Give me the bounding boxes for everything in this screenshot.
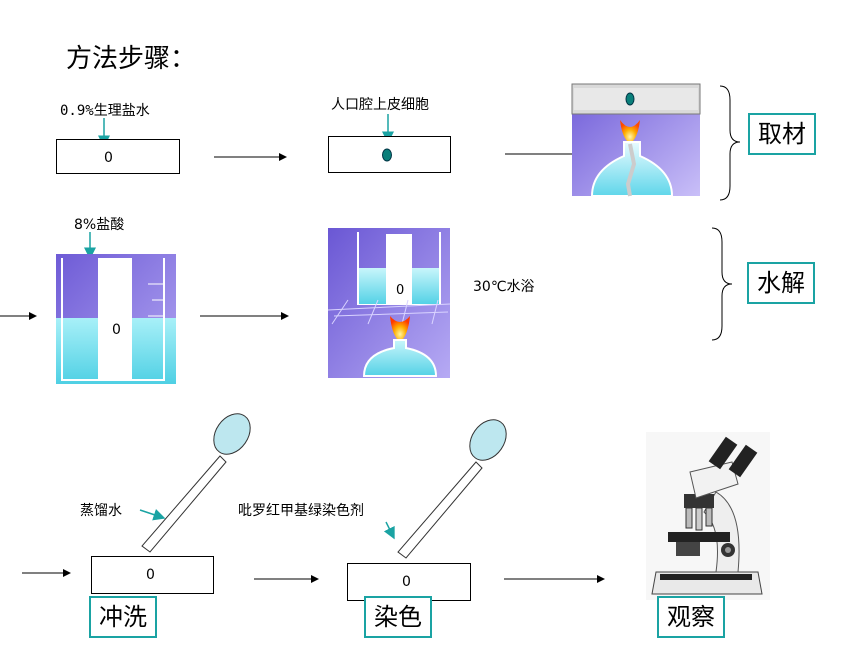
acid-label: 8%盐酸 — [74, 217, 125, 233]
slide-cells — [328, 136, 451, 173]
brace-2 — [711, 227, 733, 341]
microscope-illustration — [646, 432, 770, 600]
stain-pointer — [383, 521, 395, 540]
slide-saline: 0 — [56, 139, 180, 174]
page-title: 方法步骤： — [66, 44, 197, 74]
slide-mark: 0 — [104, 150, 113, 166]
brace-1 — [719, 85, 741, 201]
bath-label: 30℃水浴 — [473, 279, 535, 295]
slide-mark: 0 — [146, 567, 155, 583]
step-stain: 染色 — [364, 596, 432, 638]
slide-mark: 0 — [402, 574, 411, 590]
cells-label: 人口腔上皮细胞 — [331, 97, 429, 113]
step-hydrolysis: 水解 — [747, 262, 815, 304]
stain-label: 吡罗红甲基绿染色剂 — [238, 503, 364, 519]
flame-drying-illustration — [571, 83, 701, 197]
water-bath-illustration: 0 — [327, 228, 451, 378]
step-rinse: 冲洗 — [89, 596, 157, 638]
step-sampling: 取材 — [748, 113, 816, 155]
slide-mark: 0 — [396, 283, 404, 298]
dropper-water-icon — [141, 413, 251, 553]
cell-dot — [382, 148, 392, 162]
slide-rinse: 0 — [91, 556, 214, 594]
saline-label: 0.9%生理盐水 — [60, 103, 150, 119]
hydrochloric-acid-beaker: 0 — [56, 254, 176, 384]
distilled-water-label: 蒸馏水 — [80, 503, 122, 519]
dropper-stain-icon — [397, 419, 507, 559]
step-observe: 观察 — [657, 596, 725, 638]
slide-mark: 0 — [112, 322, 121, 338]
